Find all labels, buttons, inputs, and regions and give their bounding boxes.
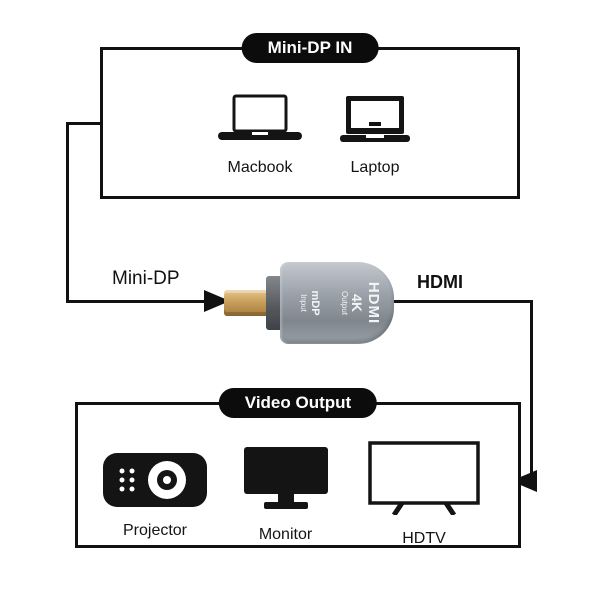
device-hdtv: HDTV [364, 441, 484, 548]
output-section-title-badge: Video Output [218, 388, 378, 418]
laptop-icon [338, 94, 412, 149]
connector-line [394, 300, 533, 303]
device-label: Macbook [227, 159, 293, 176]
device-label: Projector [122, 522, 188, 539]
monitor-icon [243, 447, 328, 516]
device-label: Laptop [350, 159, 400, 176]
input-section-box: Mini-DP IN Macbook [100, 33, 520, 199]
adapter-output-text: HDMI 4K Output [339, 281, 383, 325]
adapter-image: mDP Input HDMI 4K Output [224, 260, 394, 346]
arrow-right-icon [204, 290, 230, 312]
device-monitor: Monitor [238, 447, 333, 544]
output-section-box: Video Output Projector [75, 388, 521, 548]
device-projector: Projector [100, 453, 210, 540]
hdmi-label: HDMI [417, 272, 463, 292]
connector-line [66, 122, 100, 125]
adapter-collar [266, 276, 284, 330]
input-section-title-badge: Mini-DP IN [241, 33, 379, 63]
hdtv-icon [368, 441, 480, 520]
device-macbook: Macbook [205, 94, 315, 177]
mini-dp-plug [224, 290, 270, 316]
macbook-icon [216, 94, 304, 149]
connector-line [66, 300, 206, 303]
device-label: HDTV [402, 530, 446, 547]
mini-dp-label: Mini-DP [112, 268, 180, 289]
adapter-body: mDP Input HDMI 4K Output [280, 262, 394, 344]
device-laptop: Laptop [325, 94, 425, 177]
projector-icon [103, 453, 207, 512]
connector-line [66, 122, 69, 303]
connector-line [530, 300, 533, 483]
device-label: Monitor [258, 526, 313, 543]
